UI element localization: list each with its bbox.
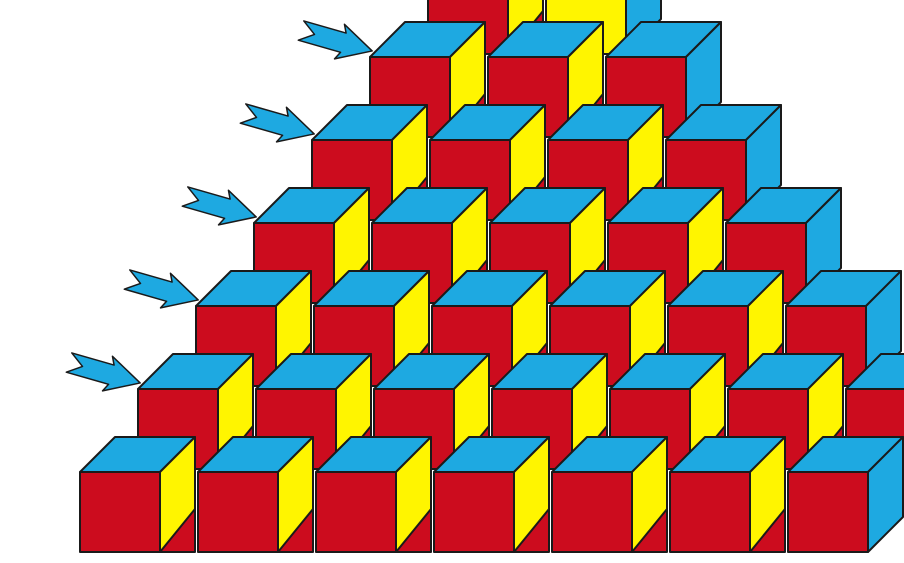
cube-front-face bbox=[198, 472, 278, 552]
arrow-icon bbox=[180, 179, 261, 234]
cube-front-face bbox=[552, 472, 632, 552]
cube-front-face bbox=[316, 472, 396, 552]
cube-front-face bbox=[670, 472, 750, 552]
red-cube bbox=[198, 437, 313, 552]
arrow-icon bbox=[296, 13, 377, 68]
red-cube bbox=[316, 437, 431, 552]
cube-front-face bbox=[788, 472, 868, 552]
red-cube bbox=[434, 437, 549, 552]
red-cube bbox=[552, 437, 667, 552]
red-cube bbox=[670, 437, 785, 552]
red-cube bbox=[788, 437, 903, 552]
arrow-icon bbox=[122, 262, 203, 317]
cube-front-face bbox=[80, 472, 160, 552]
arrow-icon bbox=[64, 345, 145, 400]
cube-front-face bbox=[434, 472, 514, 552]
arrow-icon bbox=[238, 96, 319, 151]
red-cube bbox=[80, 437, 195, 552]
